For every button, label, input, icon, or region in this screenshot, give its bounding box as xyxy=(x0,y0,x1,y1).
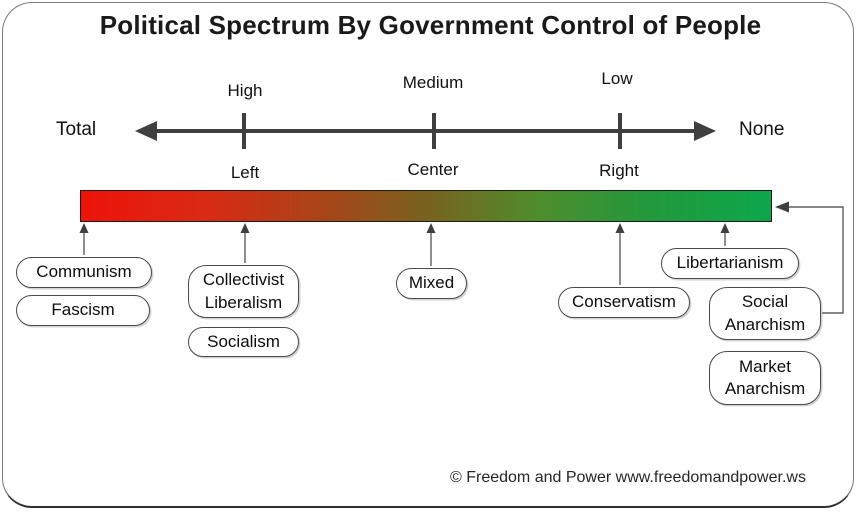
ideology-box-socialism: Socialism xyxy=(188,327,299,357)
ideology-label: Collectivist Liberalism xyxy=(202,270,285,312)
ideology-label: Communism xyxy=(36,262,132,282)
collectivist-arrowhead xyxy=(240,223,250,233)
page-title: Political Spectrum By Government Control… xyxy=(99,10,762,40)
tick-label-high: High xyxy=(227,81,263,100)
ideology-box-libertarianism: Libertarianism xyxy=(661,248,799,279)
ideology-label: Fascism xyxy=(51,300,115,320)
tick-label-right: Right xyxy=(599,161,639,180)
axis-label-none: None xyxy=(739,119,785,140)
social-anarchism-connector xyxy=(788,206,844,314)
ideology-label: Conservatism xyxy=(572,292,676,312)
ideology-box-communism: Communism xyxy=(16,257,152,288)
ideology-box-market-anarchism: Market Anarchism xyxy=(709,351,821,405)
axis-right-arrowhead xyxy=(694,121,716,141)
libertarianism-arrowhead xyxy=(720,223,730,233)
ideology-label: Social Anarchism xyxy=(724,292,806,334)
ideology-box-collectivist-liberalism: Collectivist Liberalism xyxy=(188,265,299,318)
social-anarchism-arrowhead xyxy=(775,201,789,213)
axis-left-arrowhead xyxy=(135,121,157,141)
ideology-label: Libertarianism xyxy=(676,253,784,273)
tick-label-left: Left xyxy=(230,163,260,182)
copyright-credit: © Freedom and Power www.freedomandpower.… xyxy=(450,469,806,486)
ideology-label: Mixed xyxy=(408,273,455,293)
conservatism-arrowhead xyxy=(615,223,625,233)
ideology-box-fascism: Fascism xyxy=(16,295,150,326)
ideology-label: Socialism xyxy=(207,331,280,351)
axis-label-total: Total xyxy=(56,119,97,140)
ideology-box-mixed: Mixed xyxy=(396,268,467,299)
ideology-box-conservatism: Conservatism xyxy=(558,287,690,318)
tick-label-center: Center xyxy=(407,160,459,179)
ideology-label: Market Anarchism xyxy=(724,356,806,398)
tick-label-medium: Medium xyxy=(402,73,464,92)
communism-arrowhead xyxy=(79,223,89,233)
spectrum-gradient-bar xyxy=(80,190,772,222)
ideology-box-social-anarchism: Social Anarchism xyxy=(709,287,821,340)
mixed-arrowhead xyxy=(426,223,436,233)
tick-label-low: Low xyxy=(601,69,633,88)
